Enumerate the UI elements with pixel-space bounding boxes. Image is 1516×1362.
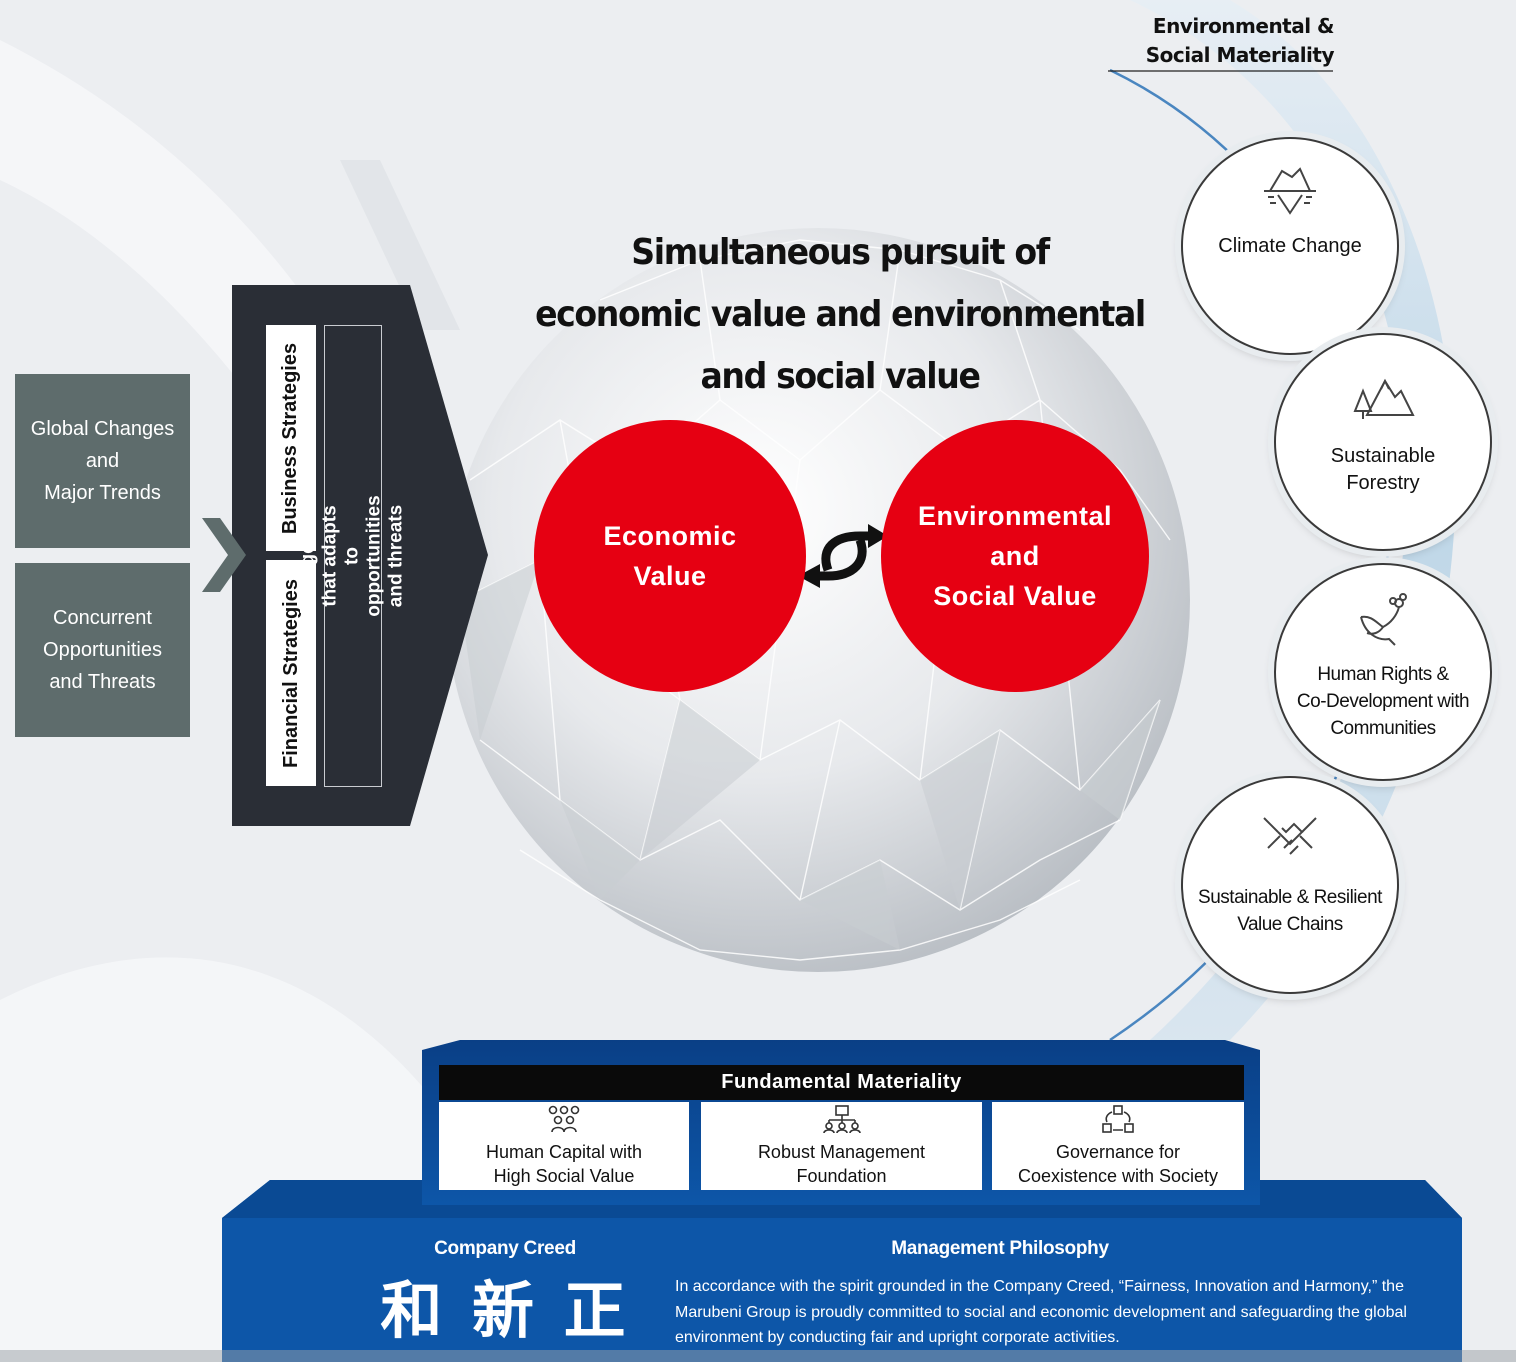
globe-title: Simultaneous pursuit of economic value a… xyxy=(535,232,1146,397)
environmental-social-value-label: Environmental and Social Value xyxy=(917,501,1113,611)
human-rights-circle: Human Rights & Co-Development with Commu… xyxy=(1274,563,1492,781)
management-foundation-label: Robust Management Foundation xyxy=(757,1142,926,1186)
global-changes-box: Global Changes and Major Trends xyxy=(15,374,190,548)
climate-change-circle: Climate Change xyxy=(1181,137,1399,355)
governance-card: Governance for Coexistence with Society xyxy=(992,1102,1244,1190)
exchange-arrows-icon xyxy=(796,522,890,590)
value-chains-label: Sustainable & Resilient Value Chains xyxy=(1198,887,1382,935)
economic-value-circle: Economic Value xyxy=(534,420,806,692)
sustainable-forestry-label: Sustainable Forestry xyxy=(1330,445,1436,494)
company-creed-title: Company Creed xyxy=(434,1238,576,1259)
human-capital-label: Human Capital with High Social Value xyxy=(485,1142,643,1186)
dove-icon xyxy=(1360,593,1407,646)
financial-strategies-box: Financial Strategies xyxy=(266,560,316,786)
environmental-social-value-circle: Environmental and Social Value xyxy=(881,420,1149,692)
concurrent-opportunities-box: Concurrent Opportunities and Threats xyxy=(15,563,190,737)
sustainable-forestry-circle: Sustainable Forestry xyxy=(1274,333,1492,551)
fundamental-materiality-heading: Fundamental Materiality xyxy=(721,1071,962,1093)
economic-value-label: Economic Value xyxy=(603,521,737,591)
business-strategies-box: Business Strategies xyxy=(266,325,316,551)
chevron-right-icon xyxy=(200,516,248,594)
human-capital-card: Human Capital with High Social Value xyxy=(439,1102,689,1190)
value-chains-circle: Sustainable & Resilient Value Chains xyxy=(1181,776,1399,994)
management-philosophy-title: Management Philosophy xyxy=(891,1238,1109,1259)
governance-label: Governance for Coexistence with Society xyxy=(1017,1142,1219,1186)
company-creed-calligraphy: 和 新 正 xyxy=(380,1274,630,1347)
iceberg-icon xyxy=(1264,167,1316,215)
organization-icon xyxy=(822,1105,861,1134)
global-changes-label: Global Changes and Major Trends xyxy=(30,418,175,504)
management-adapts-label: Management that adapts to opportunities … xyxy=(298,495,408,617)
network-cycle-icon xyxy=(1102,1105,1134,1133)
climate-change-label: Climate Change xyxy=(1218,235,1362,257)
people-icon xyxy=(548,1105,580,1133)
management-philosophy-text: In accordance with the spirit grounded i… xyxy=(675,1278,1407,1346)
management-adapts-box: Management that adapts to opportunities … xyxy=(298,325,407,787)
env-social-materiality-heading: Environmental & Social Materiality xyxy=(1145,14,1335,67)
human-rights-label: Human Rights & Co-Development with Commu… xyxy=(1296,664,1470,739)
handshake-icon xyxy=(1263,817,1317,855)
management-foundation-card: Robust Management Foundation xyxy=(701,1102,982,1190)
mountain-tree-icon xyxy=(1353,378,1415,419)
concurrent-opportunities-label: Concurrent Opportunities and Threats xyxy=(43,607,162,693)
